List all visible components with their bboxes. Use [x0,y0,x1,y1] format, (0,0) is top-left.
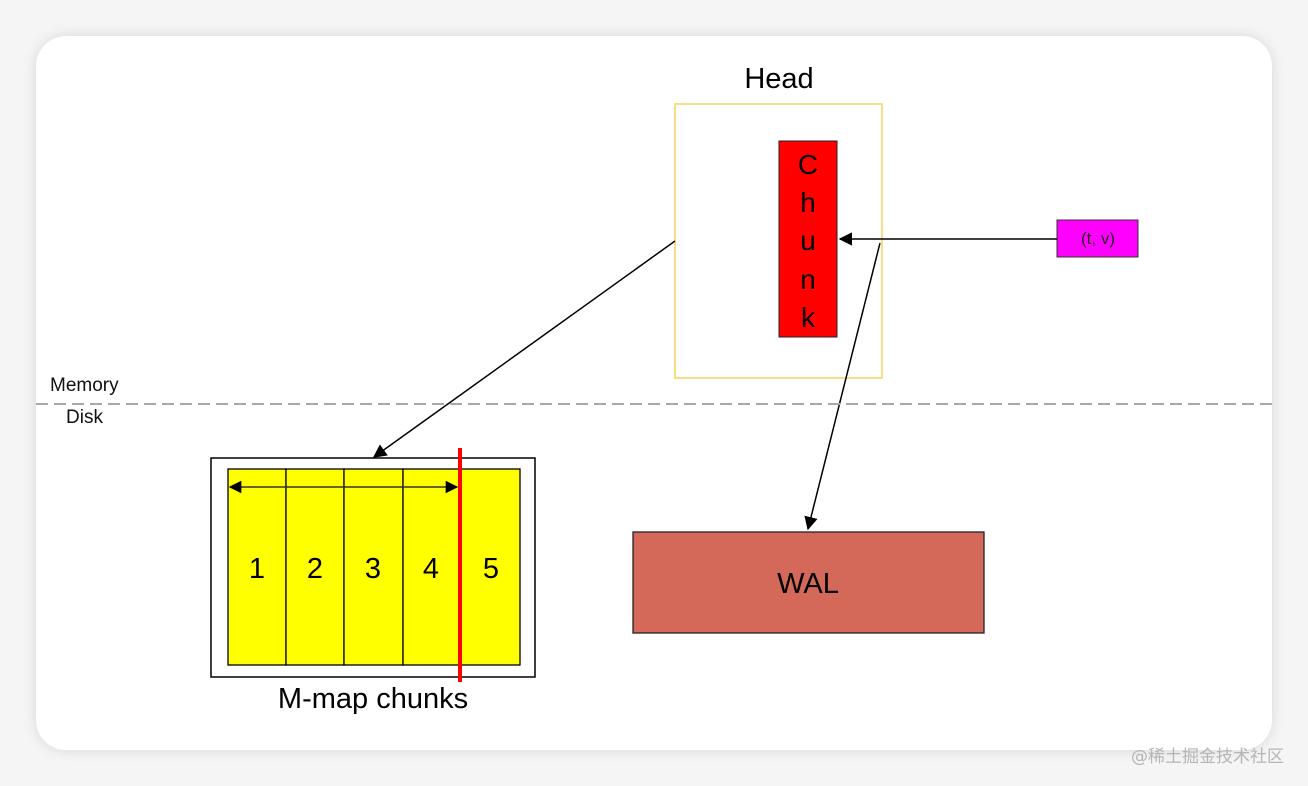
mmap-caption: M-map chunks [278,683,468,715]
chunk-letter-n: n [800,264,816,295]
wal-label: WAL [777,568,839,600]
mmap-cell-3 [343,468,404,666]
sample-box [1056,219,1139,258]
mmap-cell-1 [227,468,287,666]
disk-label: Disk [66,407,103,428]
head-to-mmap-arrow [372,240,676,458]
chunk-letter-c: C [798,149,818,180]
mmap-cell-label-3: 3 [365,553,381,585]
mmap-cell-label-4: 4 [423,553,439,585]
head-title: Head [744,63,813,95]
chunk-letter-h: h [800,187,816,218]
head-to-wal-arrow [804,242,881,531]
memory-label: Memory [50,375,119,396]
sample-label: (t, v) [1081,229,1115,248]
chunk-box [778,140,838,338]
chunk-letter-k: k [801,302,816,333]
mmap-cell-label-1: 1 [249,553,265,585]
chunk-letter-u: u [800,225,816,256]
mmap-cell-label-2: 2 [307,553,323,585]
mmap-cell-4 [402,468,462,666]
mmap-cell-2 [285,468,345,666]
wal-box [632,531,985,634]
mmap-cell-label-5: 5 [483,553,499,585]
watermark: @稀土掘金技术社区 [1131,747,1284,767]
